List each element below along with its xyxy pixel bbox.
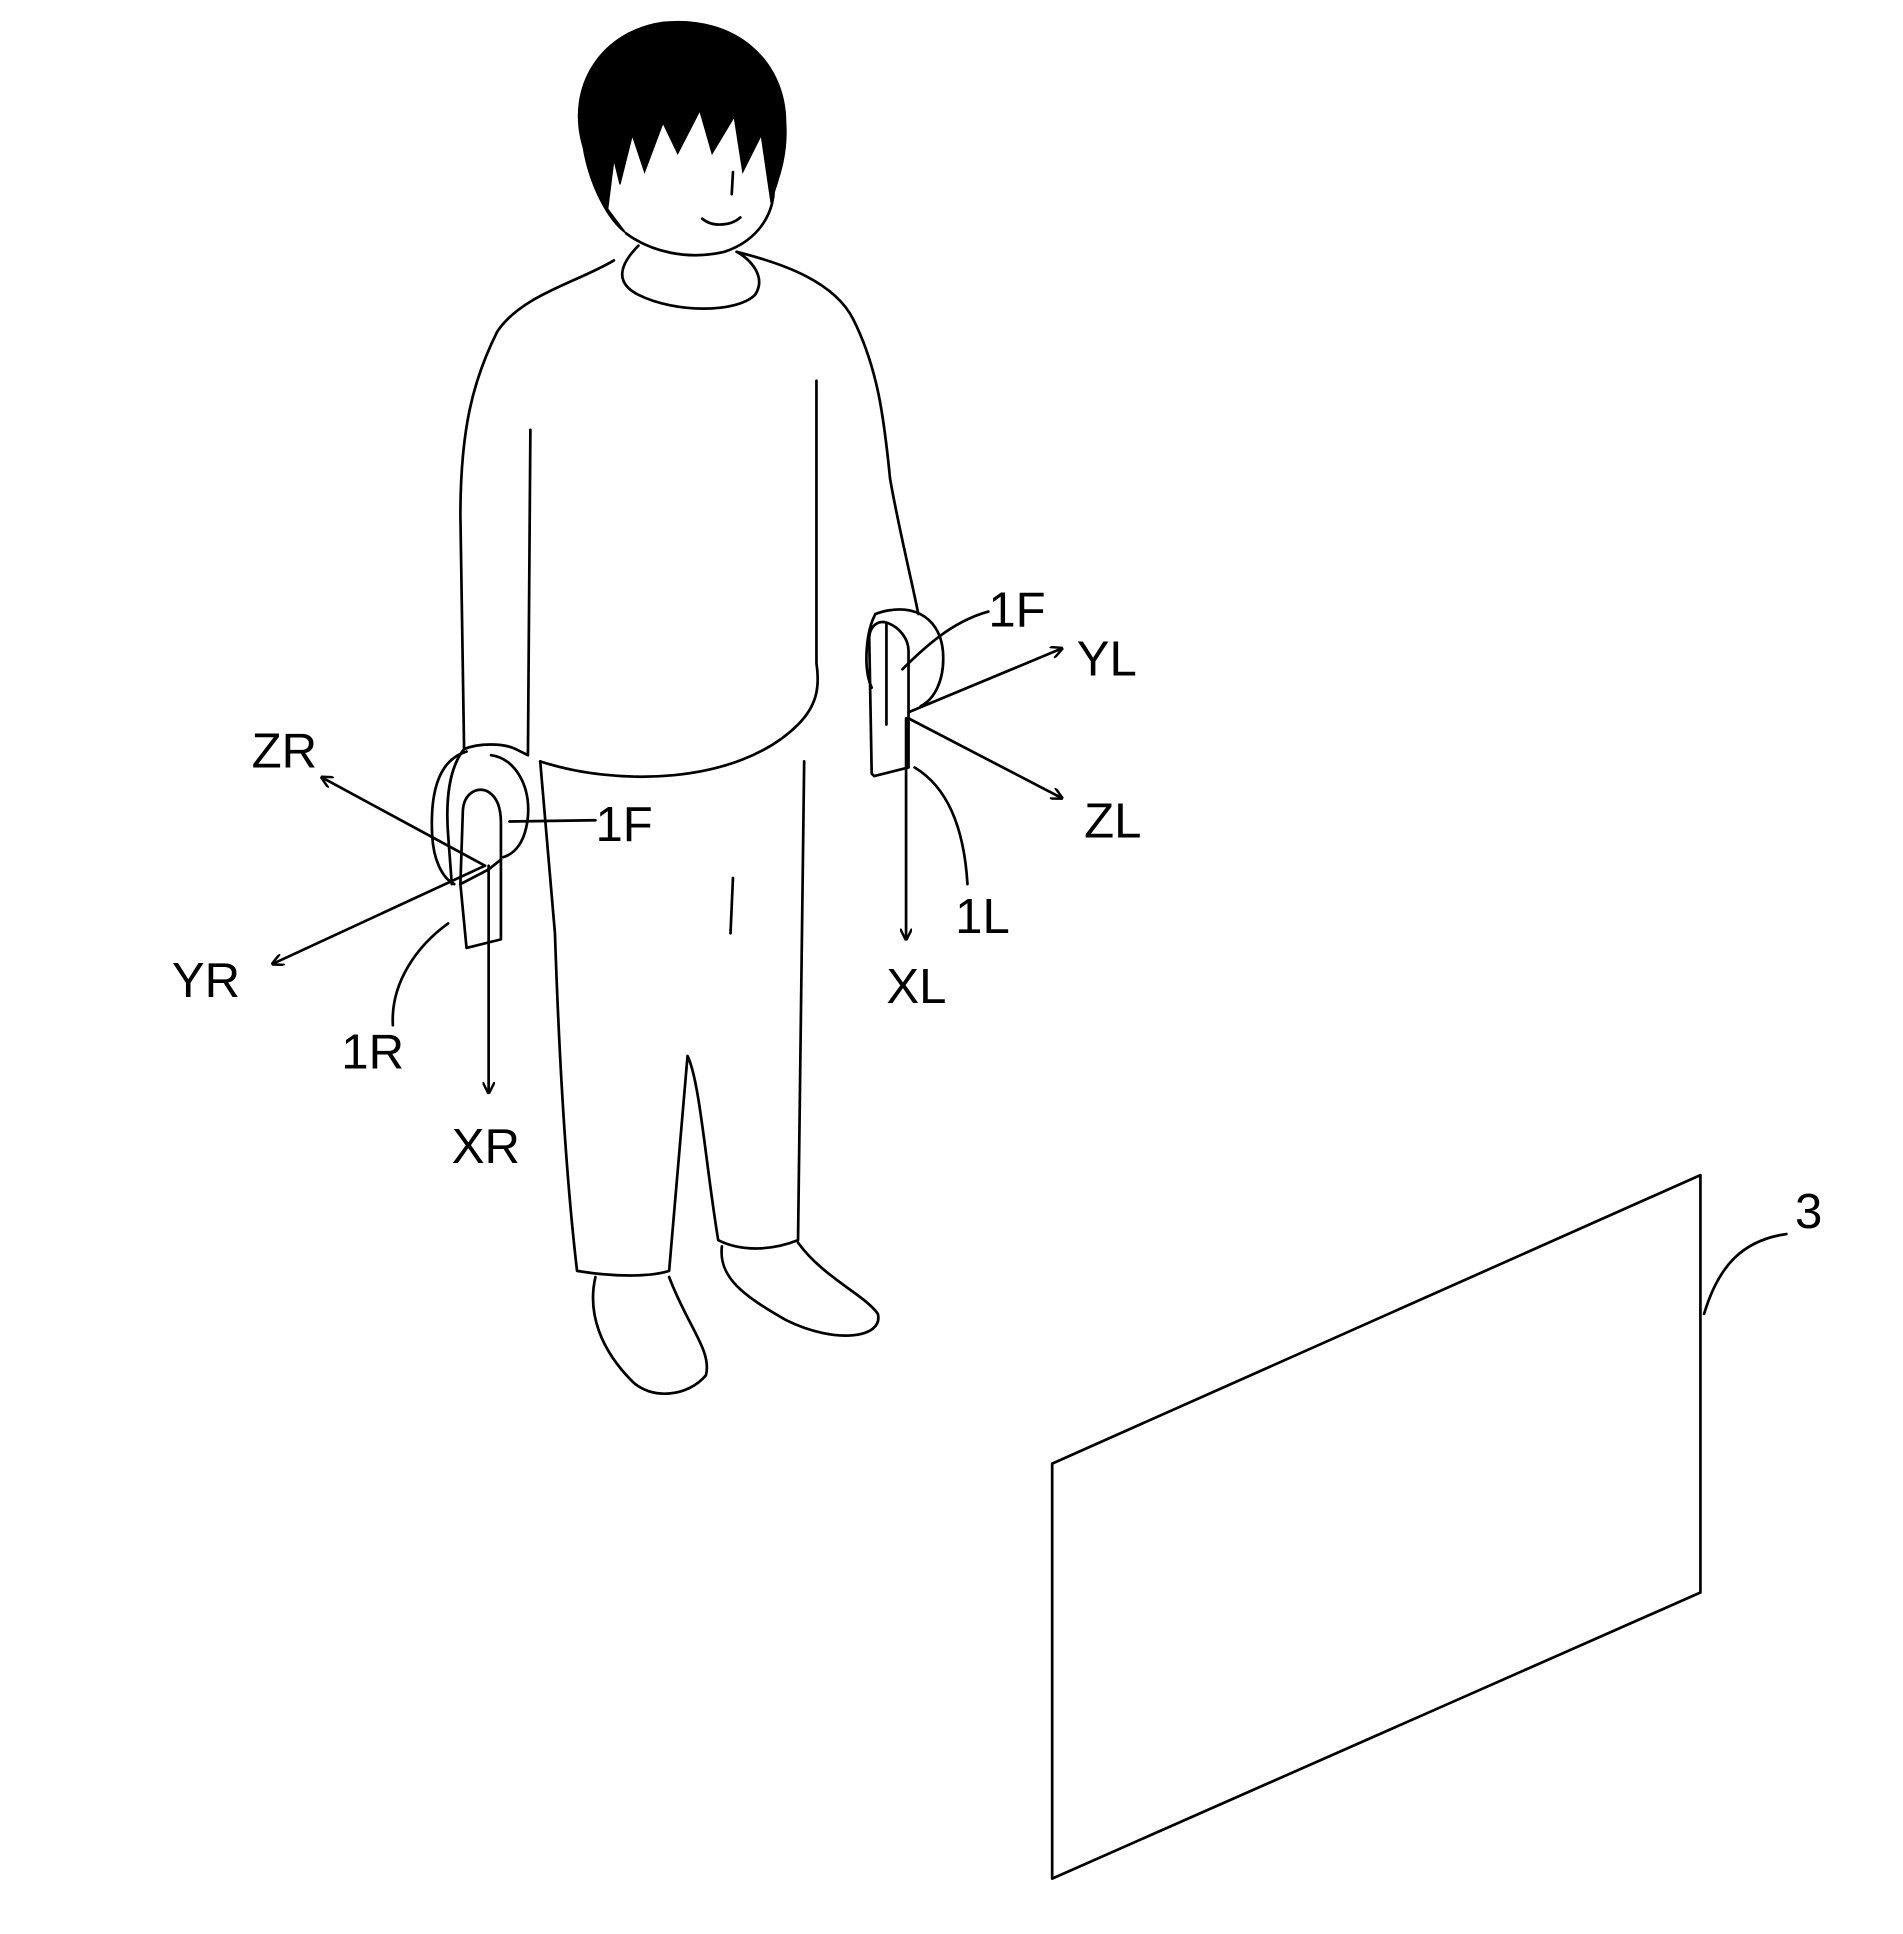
mouth (700, 216, 742, 226)
label-1f-left: 1F (988, 583, 1045, 637)
right-axes (273, 777, 597, 1095)
collar (620, 244, 761, 310)
torso (459, 250, 920, 778)
1f-right-leader (508, 818, 597, 823)
label-yl: YL (1077, 632, 1137, 686)
left-axes (901, 610, 1062, 941)
1r-leader (391, 922, 450, 1027)
label-1f-right: 1F (595, 798, 652, 852)
pants (538, 760, 806, 1277)
face (624, 182, 776, 257)
label-display: 3 (1795, 1185, 1822, 1239)
zl-axis-arrow (907, 717, 1062, 798)
label-yr: YR (172, 954, 240, 1008)
yr-axis-arrow (273, 864, 487, 964)
nose (730, 170, 735, 196)
label-1r: 1R (341, 1025, 404, 1079)
right-hand (430, 750, 530, 886)
left-shoe (720, 1241, 880, 1337)
label-zl: ZL (1084, 794, 1141, 848)
label-xr: XR (452, 1120, 520, 1174)
right-shoe (591, 1275, 709, 1395)
left-controller (867, 620, 910, 778)
yl-axis-arrow (907, 648, 1062, 714)
1f-left-leader (901, 610, 990, 671)
zr-axis-arrow (322, 777, 487, 868)
display-leader (1702, 1232, 1788, 1316)
hair (577, 20, 787, 234)
label-1l: 1L (955, 890, 1010, 944)
1l-leader (913, 766, 969, 886)
person-figure (430, 20, 945, 1395)
label-xl: XL (886, 960, 946, 1014)
label-zr: ZR (252, 724, 317, 778)
display-panel (1050, 1173, 1702, 1880)
